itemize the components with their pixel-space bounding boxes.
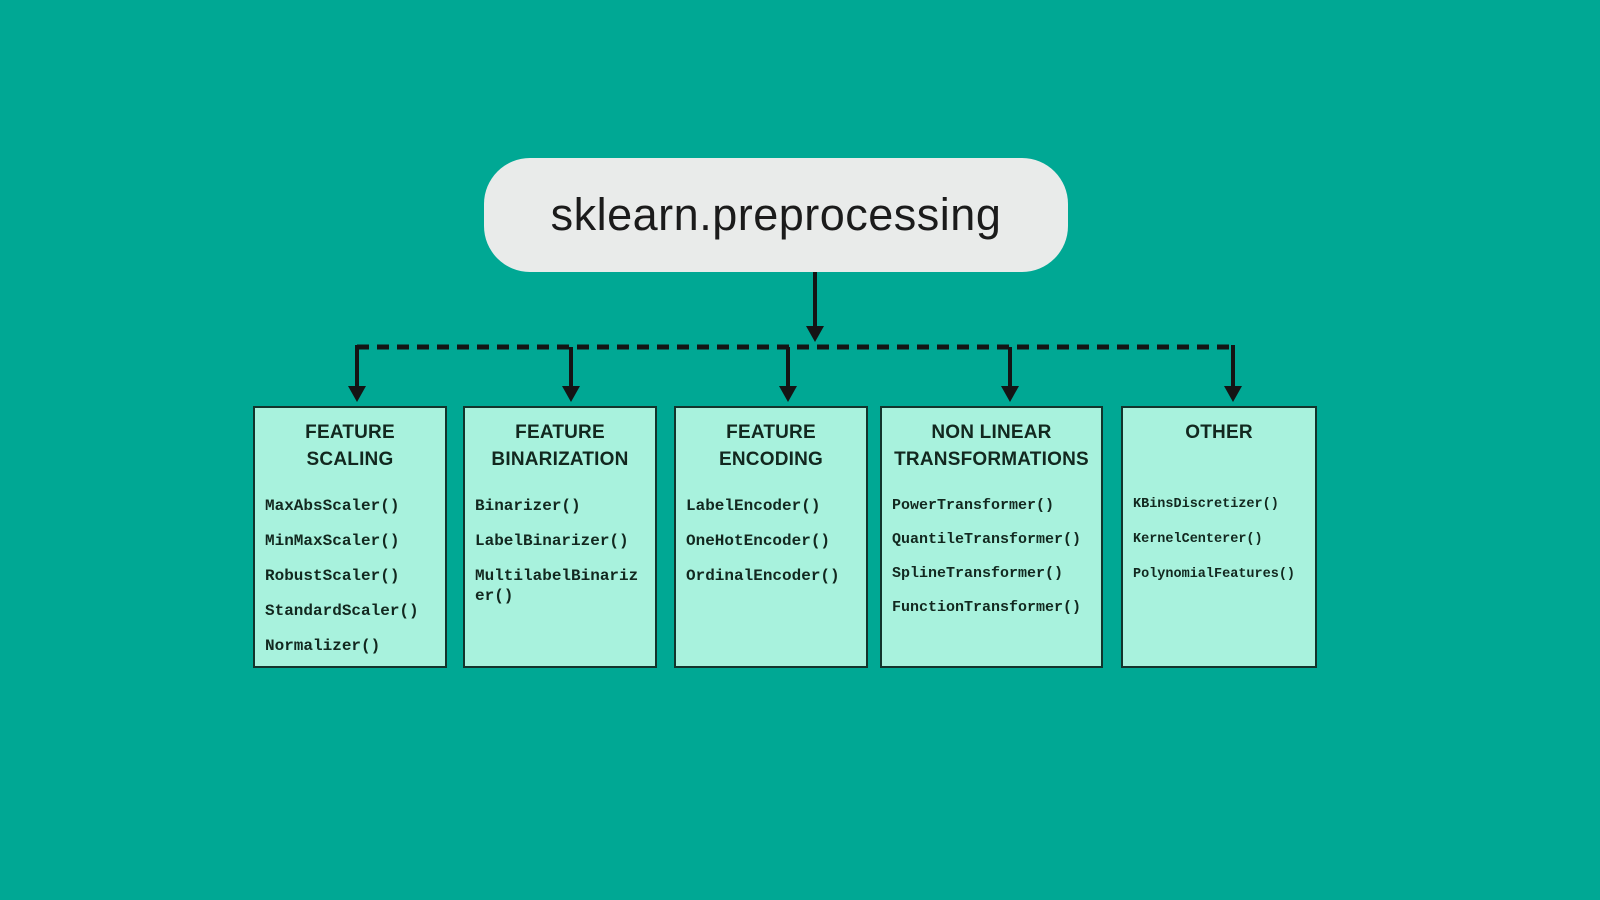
root-node-sklearn-preprocessing: sklearn.preprocessing	[484, 158, 1068, 272]
class-item: OneHotEncoder()	[686, 532, 831, 550]
branch-arrow-other	[1224, 345, 1242, 402]
branch-arrow-non-linear-transformations	[1001, 347, 1019, 402]
class-item: PolynomialFeatures()	[1133, 567, 1296, 582]
branch-box-non-linear-transformations: NON LINEAR TRANSFORMATIONS PowerTransfor…	[880, 406, 1103, 668]
class-item: Binarizer()	[475, 497, 581, 515]
branch-title: FEATURE BINARIZATION	[491, 422, 629, 470]
branch-arrow-feature-encoding	[779, 347, 797, 402]
class-item: FunctionTransformer()	[892, 599, 1082, 616]
class-item: MaxAbsScaler()	[265, 497, 400, 515]
class-list: LabelEncoder() OneHotEncoder() OrdinalEnco…	[686, 496, 852, 601]
branch-arrow-feature-binarization	[562, 347, 580, 402]
class-list: MaxAbsScaler() MinMaxScaler() RobustScaler…	[265, 496, 431, 671]
class-item: MinMaxScaler()	[265, 532, 400, 550]
branch-box-feature-encoding: FEATURE ENCODING LabelEncoder() OneHotEnc…	[674, 406, 868, 668]
class-list: KBinsDiscretizer() KernelCenterer() Polyno…	[1133, 496, 1301, 601]
class-item: QuantileTransformer()	[892, 531, 1082, 548]
class-item: SplineTransformer()	[892, 565, 1064, 582]
class-item: RobustScaler()	[265, 567, 400, 585]
class-list: Binarizer() LabelBinarizer() MultilabelBin…	[475, 496, 641, 621]
class-item: MultilabelBinarizer()	[475, 567, 639, 605]
class-item: LabelEncoder()	[686, 497, 821, 515]
branch-title: FEATURE ENCODING	[719, 422, 823, 470]
branch-title: FEATURE SCALING	[305, 422, 395, 470]
branch-title: OTHER	[1185, 422, 1253, 443]
class-list: PowerTransformer() QuantileTransformer() S…	[892, 496, 1087, 632]
class-item: OrdinalEncoder()	[686, 567, 840, 585]
class-item: StandardScaler()	[265, 602, 419, 620]
branch-title: NON LINEAR TRANSFORMATIONS	[894, 422, 1089, 470]
class-item: Normalizer()	[265, 637, 381, 655]
branch-arrow-feature-scaling	[348, 345, 366, 402]
class-item: PowerTransformer()	[892, 497, 1055, 514]
class-item: KernelCenterer()	[1133, 532, 1263, 547]
branch-box-feature-binarization: FEATURE BINARIZATION Binarizer() LabelBin…	[463, 406, 657, 668]
class-item: LabelBinarizer()	[475, 532, 629, 550]
root-arrow	[806, 272, 824, 342]
root-node-label: sklearn.preprocessing	[550, 189, 1002, 240]
class-item: KBinsDiscretizer()	[1133, 497, 1279, 512]
branch-box-other: OTHER KBinsDiscretizer() KernelCenterer()…	[1121, 406, 1317, 668]
branch-box-feature-scaling: FEATURE SCALING MaxAbsScaler() MinMaxScal…	[253, 406, 447, 668]
